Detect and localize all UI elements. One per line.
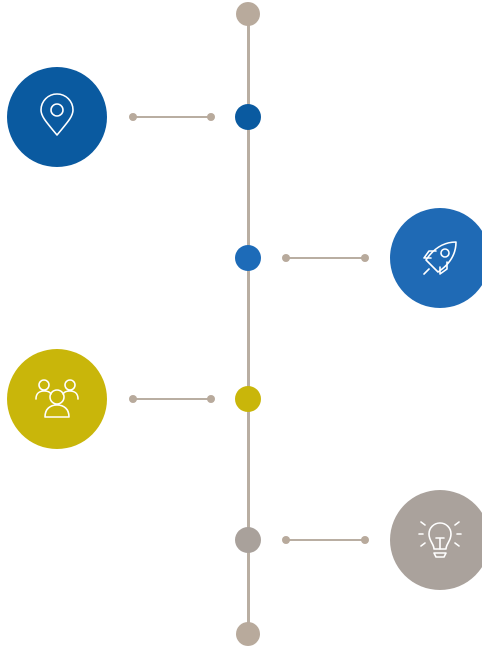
timeline-end-cap <box>236 622 260 646</box>
connector-end-dot <box>207 113 215 121</box>
connector-end-dot <box>361 536 369 544</box>
timeline-badge-2 <box>390 208 482 308</box>
timeline-connector-4 <box>282 536 369 544</box>
timeline-badge-3 <box>7 349 107 449</box>
connector-end-dot <box>282 254 290 262</box>
timeline-node-2 <box>235 245 261 271</box>
timeline-node-1 <box>235 104 261 130</box>
connector-end-dot <box>361 254 369 262</box>
timeline-connector-1 <box>129 113 215 121</box>
people-group-icon <box>35 379 79 418</box>
lightbulb-icon <box>418 521 462 558</box>
location-pin-icon <box>40 93 74 136</box>
connector-end-dot <box>129 395 137 403</box>
rocket-icon <box>423 241 457 275</box>
timeline-badge-4 <box>390 490 482 590</box>
timeline-node-4 <box>235 527 261 553</box>
connector-end-dot <box>129 113 137 121</box>
connector-end-dot <box>282 536 290 544</box>
connector-end-dot <box>207 395 215 403</box>
timeline-line <box>247 13 250 634</box>
timeline-start-cap <box>236 2 260 26</box>
timeline-connector-2 <box>282 254 369 262</box>
timeline-connector-3 <box>129 395 215 403</box>
timeline-badge-1 <box>7 67 107 167</box>
timeline-node-3 <box>235 386 261 412</box>
